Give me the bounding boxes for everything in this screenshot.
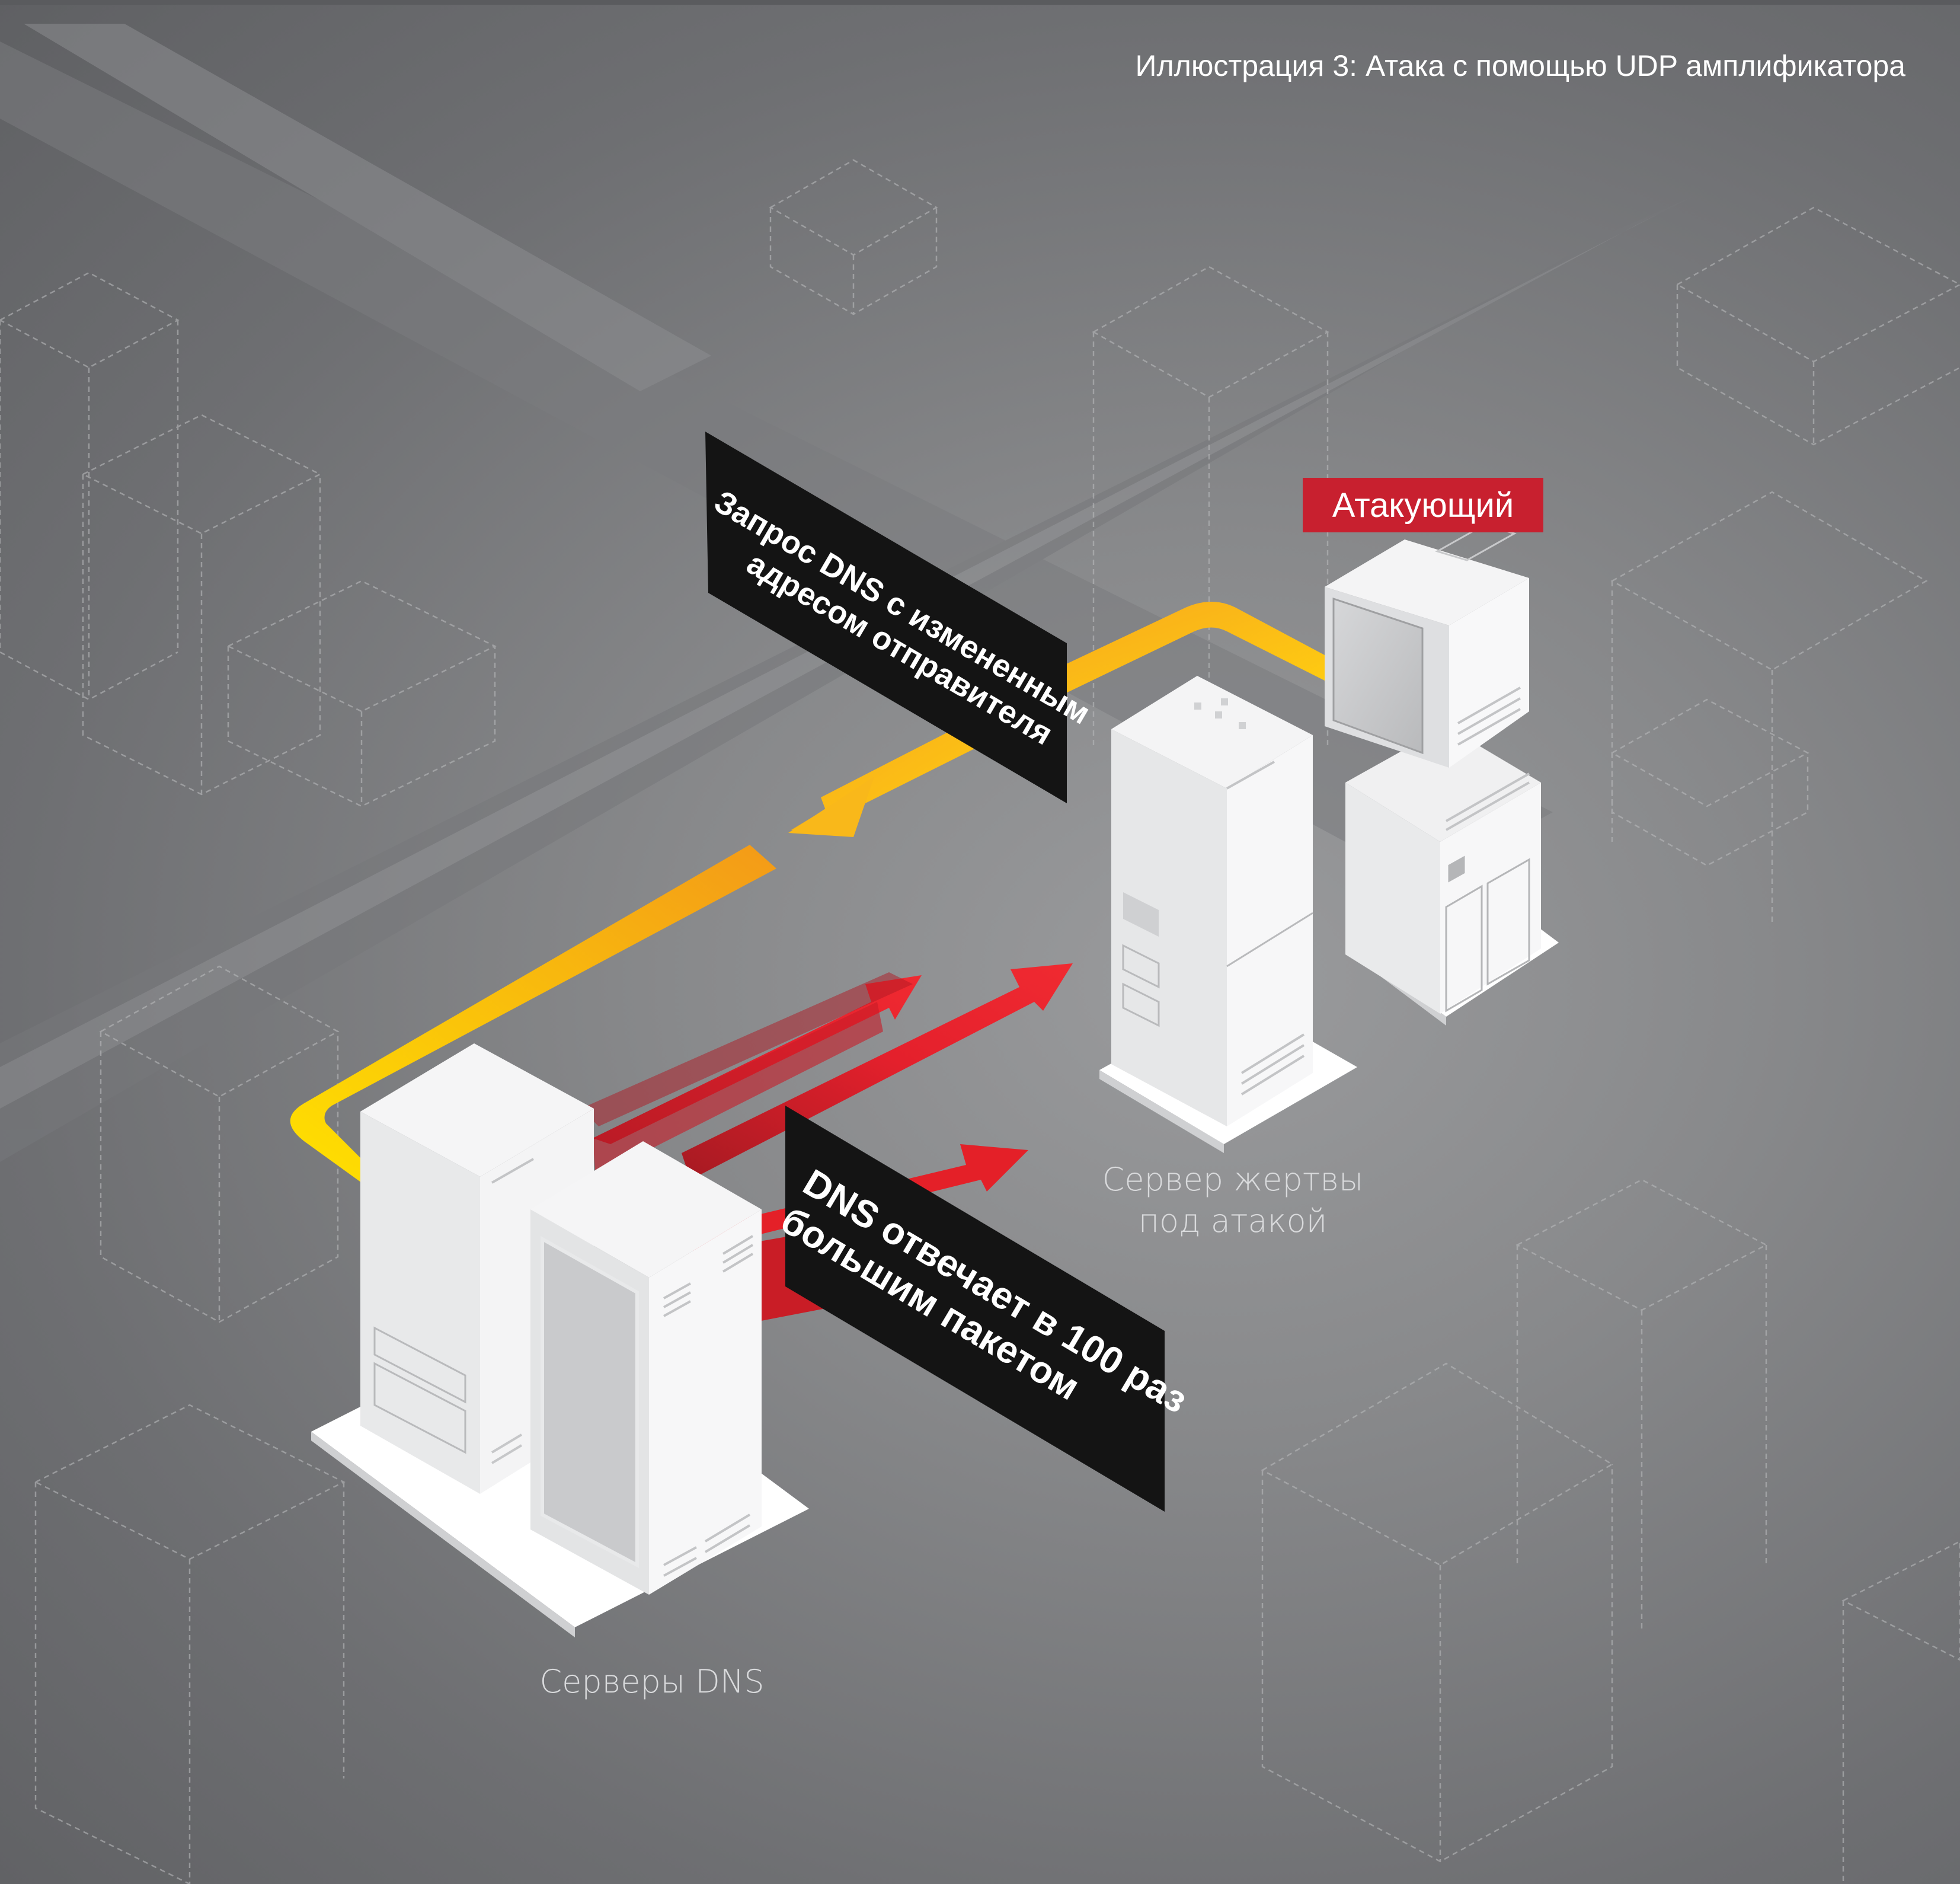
victim-server <box>1099 676 1357 1153</box>
wireframe-box <box>226 580 497 807</box>
wireframe-box <box>34 1404 346 1884</box>
victim-label-line-2: под атакой <box>1138 1202 1328 1240</box>
wireframe-box <box>1841 1540 1960 1884</box>
wireframe-box <box>1610 698 1809 867</box>
response-arrow <box>593 975 922 1177</box>
spoofed-request-callout-panel <box>705 432 1067 803</box>
wireframe-box <box>1261 1362 1614 1863</box>
wireframe-box <box>1676 206 1960 446</box>
attacker-computer <box>1325 523 1559 1026</box>
dns-servers <box>311 1043 809 1637</box>
amplified-response-callout-panel <box>785 1106 1165 1512</box>
wireframe-box <box>769 159 938 315</box>
response-arrow <box>682 963 1073 1180</box>
wireframe-box <box>99 965 340 1323</box>
diagram-title: Иллюстрация 3: Атака с помощью UDP ампли… <box>1135 49 1905 82</box>
wireframe-box <box>1515 1179 1768 1630</box>
wireframe-box <box>0 272 180 701</box>
wireframe-box <box>1610 491 1928 925</box>
wireframe-box <box>81 414 322 796</box>
victim-label-line-1: Сервер жертвы <box>1102 1161 1364 1198</box>
background-band <box>0 24 1695 1162</box>
dns-servers-label: Серверы DNS <box>539 1663 765 1700</box>
victim-server-label: Сервер жертвы под атакой <box>1099 1159 1366 1242</box>
attacker-label: Атакующий <box>1303 478 1543 532</box>
